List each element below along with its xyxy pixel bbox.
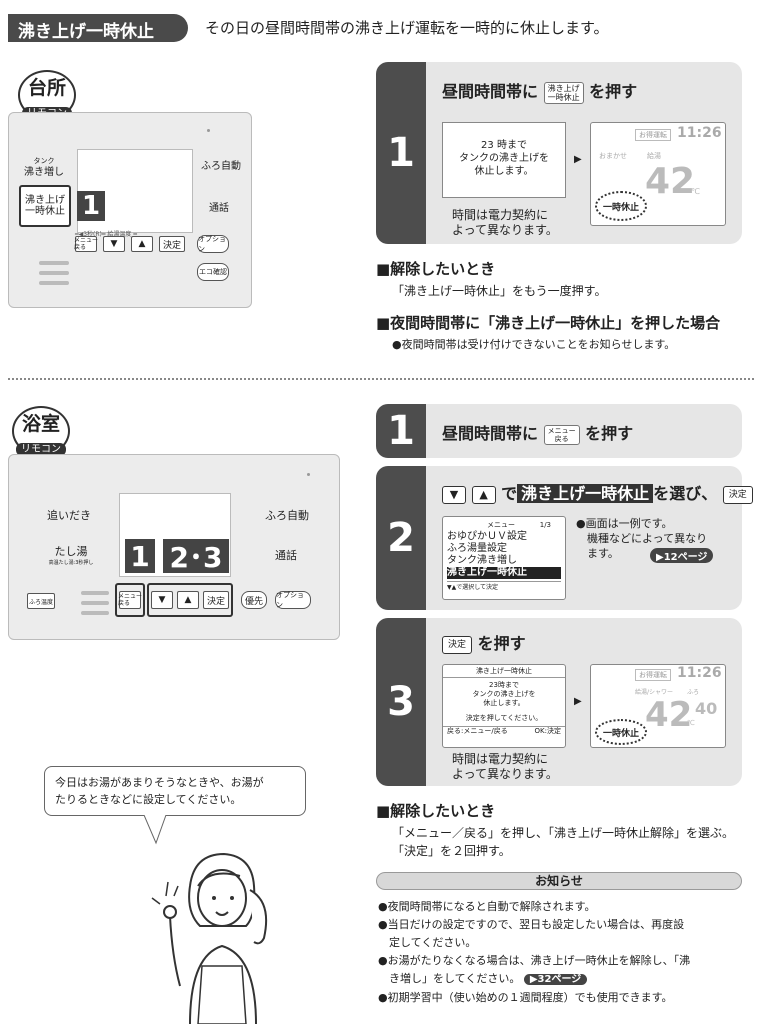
menu-back-button[interactable]: メニュー 戻る xyxy=(74,236,99,252)
kitchen-remote-panel: タンク 沸き増し 沸き上げ 一時休止 1 ふろ自動 通話 ━◀3秒(R)━ 給湯… xyxy=(8,112,252,308)
notice-item: ●当日だけの設定ですので、翌日も設定したい場合は、再度設 定してください。 xyxy=(378,918,685,949)
section-description: その日の昼間時間帯の沸き上げ運転を一時的に休止します。 xyxy=(205,19,609,37)
step-number: 3 xyxy=(376,618,426,786)
step-number: 2 xyxy=(376,466,426,610)
bath-badge: 浴室 リモコン xyxy=(12,406,70,456)
highlight-frame xyxy=(115,583,145,617)
ok-key-icon: 決定 xyxy=(442,635,472,654)
status-screen: お得運転 11:26 おまかせ 給湯 42 ℃ 一時休止 xyxy=(590,122,726,226)
furo-auto-button[interactable]: ふろ自動 xyxy=(265,509,309,522)
status-screen: お得運転 11:26 給湯/シャワー ふろ 42 ℃ 40 一時休止 xyxy=(590,664,726,748)
speaker-grille xyxy=(81,611,109,615)
ok-key-icon: 決定 xyxy=(722,485,753,504)
menu-button-icon: メニュー 戻る xyxy=(543,424,580,445)
priority-button[interactable]: 優先 xyxy=(241,591,267,609)
message-screen: 沸き上げ一時休止 23時まで タンクの沸き上げを 休止します。 決定を押してくだ… xyxy=(442,664,566,748)
kitchen-night-heading: ■夜間時間帯に「沸き上げ一時休止」を押した場合 xyxy=(376,314,721,332)
arrow-right-icon: ▶ xyxy=(574,154,582,165)
speaker-grille xyxy=(39,271,69,275)
ok-button[interactable]: 決定 xyxy=(159,236,185,252)
step-note: 時間は電力契約に よって異なります。 xyxy=(452,752,558,781)
speech-bubble: 今日はお湯があまりそうなときや、お湯が たりるときなどに設定してください。 xyxy=(44,766,306,816)
page-ref[interactable]: ▶12ページ xyxy=(650,548,714,563)
down-button[interactable]: ▼ xyxy=(151,591,173,609)
callout-2-3: 2･3 xyxy=(163,539,229,574)
arrow-right-icon: ▶ xyxy=(574,696,582,707)
bath-cancel-body: 「メニュー／戻る」を押し、「沸き上げ一時休止解除」を選ぶ。 「決定」を２回押す。 xyxy=(392,826,735,858)
callout-1: 1 xyxy=(125,539,155,573)
speaker-grille xyxy=(81,601,109,605)
woman-illustration xyxy=(151,852,268,1024)
bath-step-3: 3 決定 を押す 沸き上げ一時休止 23時まで タンクの沸き上げを 休止します。… xyxy=(376,618,742,786)
step-heading: 決定 を押す xyxy=(442,630,526,654)
paused-status: 一時休止 xyxy=(595,191,647,221)
bath-remote-panel: 追いだき ふろ自動 たし湯 高温たし湯:3秒押し 通話 1 2･3 ふろ温度 メ… xyxy=(8,454,340,640)
speaker-grille xyxy=(39,281,69,285)
notice-list: ●夜間時間帯になると自動で解除されます。 ●当日だけの設定ですので、翌日も設定し… xyxy=(378,898,748,1007)
notice-item: ●夜間時間帯になると自動で解除されます。 xyxy=(378,900,596,913)
notice-title: お知らせ xyxy=(376,872,742,890)
furo-auto-button[interactable]: ふろ自動 xyxy=(201,161,241,172)
kitchen-step-1: 1 昼間時間帯に 沸き上げ 一時休止 を押す 23 時まで タンクの沸き上げを … xyxy=(376,62,742,244)
indicator-dot xyxy=(307,473,310,476)
pause-heating-button[interactable]: 沸き上げ 一時休止 xyxy=(19,185,71,227)
speaker-grille xyxy=(39,261,69,265)
talk-button[interactable]: 通話 xyxy=(275,549,297,562)
reheat-button[interactable]: 追いだき xyxy=(47,509,91,522)
indicator-dot xyxy=(207,129,210,132)
option-button[interactable]: オプション xyxy=(197,235,229,253)
page-ref[interactable]: ▶32ページ xyxy=(523,974,588,985)
ok-button[interactable]: 決定 xyxy=(203,591,229,609)
step-heading: 昼間時間帯に 沸き上げ 一時休止 を押す xyxy=(442,81,638,104)
message-screen: 23 時まで タンクの沸き上げを 休止します。 xyxy=(442,122,566,198)
tank-boost-button[interactable]: タンク 沸き増し xyxy=(24,157,64,178)
section-divider xyxy=(8,378,754,380)
callout-1: 1 xyxy=(77,191,105,221)
screen-note: ●画面は一例です。 機種などによって異なり ます。 xyxy=(576,517,708,560)
menu-back-button[interactable]: メニュー 戻る xyxy=(118,591,143,609)
notice-item: ●初期学習中（使い始めの１週間程度）でも使用できます。 xyxy=(378,991,673,1004)
up-button[interactable]: ▲ xyxy=(131,236,153,252)
temp-label: ━◀3秒(R)━ 給湯温度 ━ xyxy=(75,231,137,238)
option-button[interactable]: オプション xyxy=(275,591,311,609)
kitchen-cancel-body: 「沸き上げ一時休止」をもう一度押す。 xyxy=(392,284,607,298)
furo-temp-button[interactable]: ふろ温度 xyxy=(27,593,55,609)
speaker-grille xyxy=(81,591,109,595)
highlight-frame xyxy=(147,583,233,617)
kitchen-cancel-heading: ■解除したいとき xyxy=(376,260,496,278)
eco-check-button[interactable]: エコ確認 xyxy=(197,263,229,281)
kitchen-night-body: ●夜間時間帯は受け付けできないことをお知らせします。 xyxy=(392,338,676,351)
step-number: 1 xyxy=(376,404,426,458)
down-button[interactable]: ▼ xyxy=(103,236,125,252)
paused-status: 一時休止 xyxy=(595,719,647,745)
step-heading: 昼間時間帯に メニュー 戻る を押す xyxy=(442,424,634,445)
bath-step-1: 1 昼間時間帯に メニュー 戻る を押す xyxy=(376,404,742,458)
up-button[interactable]: ▲ xyxy=(177,591,199,609)
step-note: 時間は電力契約に よって異なります。 xyxy=(452,208,558,237)
step-number: 1 xyxy=(376,62,426,244)
pause-button-icon: 沸き上げ 一時休止 xyxy=(543,81,584,104)
down-key-icon: ▼ xyxy=(442,485,466,504)
notice-item: ●お湯がたりなくなる場合は、沸き上げ一時休止を解除し、「沸 き増し」をしてくださ… xyxy=(378,954,691,985)
up-key-icon: ▲ xyxy=(471,485,496,504)
speech-tail xyxy=(143,815,167,845)
bath-cancel-heading: ■解除したいとき xyxy=(376,802,496,820)
add-hot-water-button[interactable]: たし湯 高温たし湯:3秒押し xyxy=(48,545,94,566)
section-title-tag: 沸き上げ一時休止 xyxy=(8,14,188,42)
talk-button[interactable]: 通話 xyxy=(209,203,229,214)
step-heading: ▼ ▲ で沸き上げ一時休止を選び、 決定 xyxy=(442,480,753,504)
